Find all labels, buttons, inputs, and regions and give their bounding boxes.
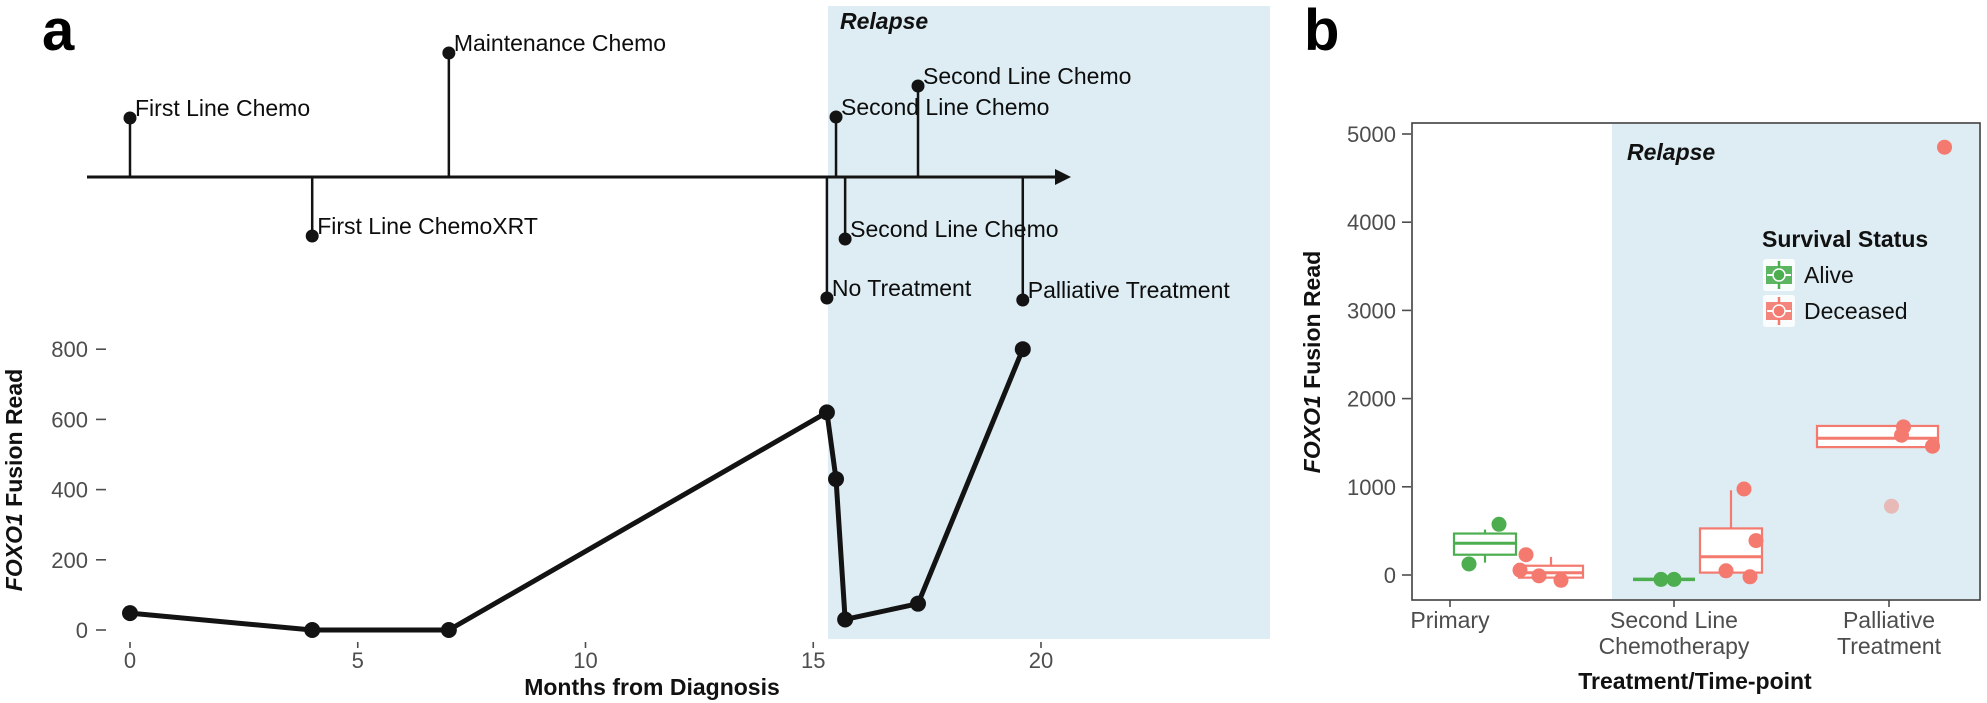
timeline-event-dot (838, 232, 852, 246)
timeline-event-dot (305, 229, 319, 243)
fusion-read-point (828, 471, 845, 488)
boxplot-box (1815, 424, 1940, 449)
y-tick-label: 600 (51, 407, 88, 432)
legend-item: Deceased (1762, 294, 1928, 328)
panel-a-label: a (42, 0, 75, 63)
timeline-event-label: Second Line Chemo (923, 63, 1131, 89)
y-tick-label: 0 (76, 618, 88, 643)
sample-point (1491, 516, 1507, 532)
sample-point (1518, 547, 1534, 563)
y-tick-label: 2000 (1347, 387, 1396, 412)
sample-point (1531, 568, 1547, 584)
sample-point (1742, 569, 1758, 585)
y-tick-label: 800 (51, 337, 88, 362)
timeline-event-dot (911, 79, 925, 93)
boxplot-key-icon (1763, 259, 1795, 291)
panel-a-y-title-rest: Fusion Read (1, 368, 27, 514)
timeline-event-label: Palliative Treatment (1028, 277, 1231, 303)
sample-point (1553, 572, 1569, 588)
y-tick-label: 5000 (1347, 122, 1396, 147)
panel-a-x-axis-title: Months from Diagnosis (524, 674, 780, 700)
fusion-read-point (304, 622, 321, 638)
category-label: Primary (1410, 607, 1490, 633)
timeline-event-dot (820, 291, 834, 305)
fusion-read-point (818, 404, 835, 421)
panel-a-y-axis-title: FOXO1 Fusion Read (0, 280, 28, 680)
sample-point (1894, 427, 1909, 443)
fusion-read-point (122, 605, 138, 622)
sample-point (1653, 571, 1669, 587)
sample-point (1937, 139, 1952, 155)
sample-point (1748, 533, 1764, 549)
timeline-event-label: Second Line Chemo (841, 94, 1049, 120)
fusion-read-point (1014, 341, 1031, 358)
fusion-read-line (127, 346, 1026, 633)
timeline-event-dot (1016, 293, 1030, 307)
y-tick-label: 3000 (1347, 298, 1396, 323)
sample-point (1925, 438, 1940, 454)
category-label: Treatment (1837, 633, 1942, 659)
legend-item: Alive (1762, 258, 1928, 292)
category-label: Palliative (1843, 607, 1935, 633)
legend-title: Survival Status (1762, 226, 1929, 252)
legend-key-point (1772, 268, 1786, 282)
panel-b-y-title-gene: FOXO1 (1299, 395, 1325, 474)
x-tick-label: 5 (352, 648, 364, 673)
panel-a-y-title-gene: FOXO1 (1, 513, 27, 592)
boxplot-key-icon (1763, 295, 1795, 327)
y-tick-label: 1000 (1347, 475, 1396, 500)
fusion-read-point (910, 595, 927, 612)
timeline-arrowhead (1055, 169, 1071, 185)
legend-item-label: Alive (1804, 261, 1854, 288)
x-tick-label: 0 (124, 648, 136, 673)
legend-item-label: Deceased (1804, 297, 1908, 324)
sample-point (1718, 563, 1734, 579)
y-tick-label: 0 (1384, 563, 1396, 588)
timeline-event-label: No Treatment (832, 275, 972, 301)
sample-point (1884, 498, 1899, 514)
panel-b-label: b (1304, 0, 1340, 63)
timeline-event-label: First Line Chemo (135, 95, 310, 121)
panel-a-relapse-annotation: Relapse (840, 8, 929, 34)
panel-b-y-axis-title: FOXO1 Fusion Read (1298, 162, 1326, 562)
fusion-read-point (837, 611, 854, 628)
panel-b-y-title-rest: Fusion Read (1299, 250, 1325, 396)
timeline-event-dot (829, 110, 843, 124)
timeline-event-label: Maintenance Chemo (454, 30, 666, 56)
timeline-event-dot (442, 46, 456, 60)
sample-point (1736, 481, 1752, 497)
relapse-band-panel-b (1612, 124, 1979, 599)
panel-b-plot-border (1411, 122, 1981, 601)
category-label: Chemotherapy (1599, 633, 1750, 659)
x-tick-label: 20 (1029, 648, 1053, 673)
y-tick-label: 200 (51, 548, 88, 573)
sample-point (1512, 562, 1528, 578)
panel-b-relapse-annotation: Relapse (1627, 139, 1716, 165)
y-tick-label: 4000 (1347, 210, 1396, 235)
x-tick-label: 10 (573, 648, 597, 673)
fusion-read-point (440, 622, 457, 638)
sample-point (1666, 571, 1682, 587)
timeline-event-dot (123, 111, 137, 125)
y-tick-label: 400 (51, 478, 88, 503)
relapse-band-panel-a (828, 6, 1270, 639)
legend-key-point (1772, 304, 1786, 318)
panel-b-x-axis-title: Treatment/Time-point (1578, 668, 1812, 694)
category-label: Second Line (1610, 607, 1738, 633)
x-tick-label: 15 (801, 648, 825, 673)
timeline-event-label: Second Line Chemo (850, 216, 1058, 242)
timeline-event-label: First Line ChemoXRT (317, 213, 538, 239)
sample-point (1461, 556, 1477, 572)
